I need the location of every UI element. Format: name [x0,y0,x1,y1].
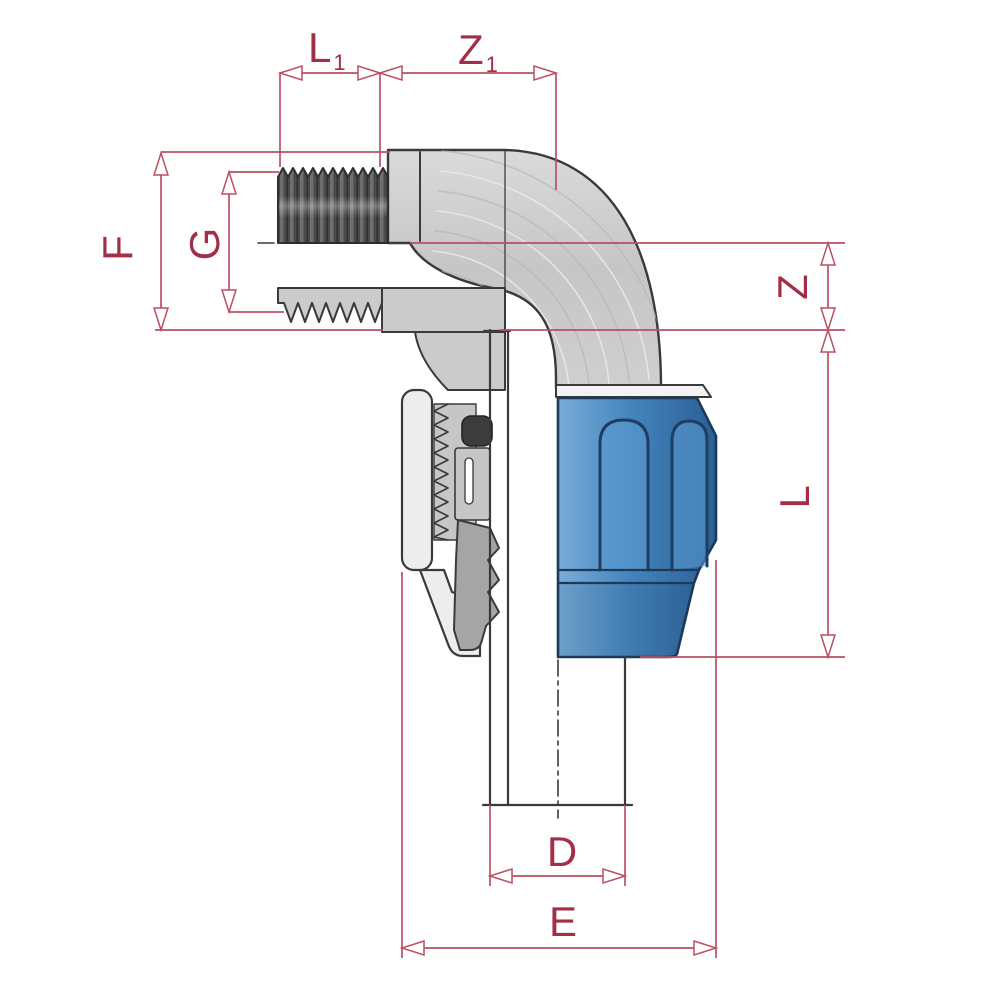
label-l: L [771,485,818,508]
arrow-f-top [152,150,170,176]
arrow-e-right [693,939,719,957]
arrow-f-bottom [152,307,170,333]
arrow-d-left [487,867,513,885]
o-ring [461,415,493,447]
thread-highlight [279,196,387,218]
grip-ring-barbs [453,519,500,651]
clamp-ring-slot [464,457,474,505]
label-g: G [181,228,228,261]
flange-section [381,287,506,333]
arrow-z1-left [377,64,403,82]
arrow-z-bottom [819,307,837,333]
arrow-l1-left [277,64,303,82]
thread-engagement-zigzag [433,403,449,541]
arrow-z-top [819,240,837,266]
label-f: F [94,235,141,261]
nut-section-shell [400,388,434,572]
label-z: Z [769,274,816,300]
nut-skirt-shade [558,583,694,657]
fitting-figure [257,148,718,819]
flange-neck-fillet [414,331,506,391]
nut-grip-rib [598,418,650,572]
nut-grip-rib-2 [670,419,709,572]
arrow-g-bottom [220,289,238,315]
label-e: E [549,898,577,945]
elbow-body [386,148,663,389]
arrow-d-right [602,867,628,885]
dimension-labels: L1 Z1 F G Z L D E [94,24,818,945]
label-z1: Z1 [458,26,498,77]
label-l1: L1 [308,24,346,75]
arrow-z1-right [533,64,559,82]
arrow-e-left [399,939,425,957]
arrow-g-top [220,169,238,195]
pipe-stop-band [555,384,712,398]
arrow-l1-right [357,64,383,82]
arrow-l-top [819,327,837,353]
thread-section-wall [277,287,383,323]
arrow-l-bottom [819,634,837,660]
arrowheads [152,64,837,957]
label-d: D [547,828,577,875]
dimension-graphics [152,64,845,958]
